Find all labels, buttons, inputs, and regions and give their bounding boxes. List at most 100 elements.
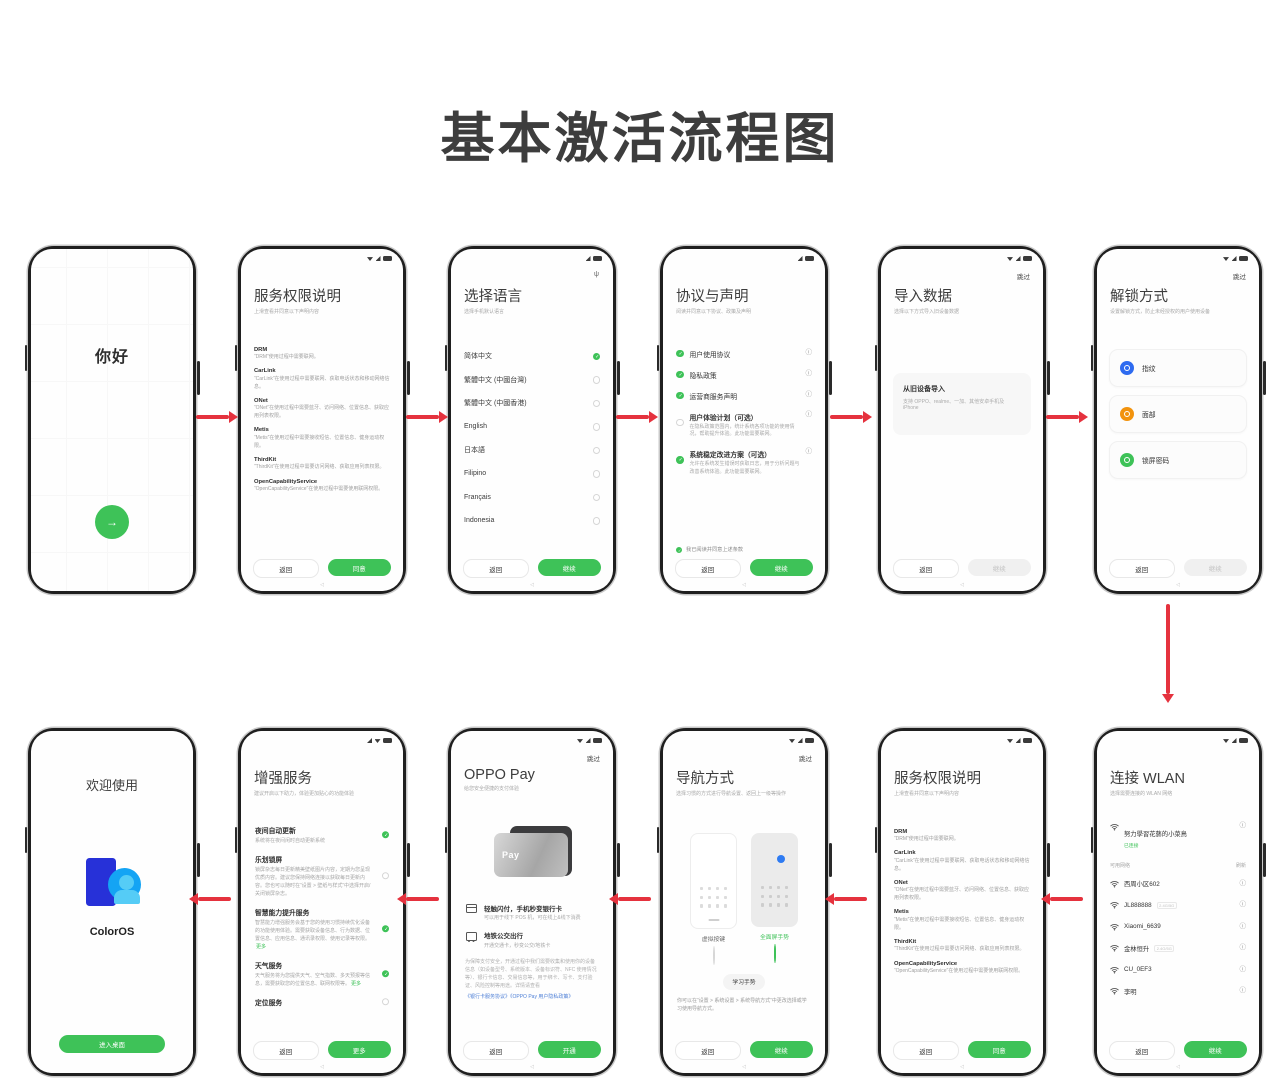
radio-icon[interactable] — [592, 446, 600, 454]
back-button[interactable]: 返回 — [675, 559, 741, 578]
check-icon[interactable] — [676, 456, 684, 464]
back-nav-icon[interactable] — [241, 1064, 403, 1070]
more-link[interactable]: 更多 — [256, 943, 267, 950]
info-icon[interactable] — [806, 392, 813, 399]
info-icon[interactable] — [1240, 988, 1247, 995]
info-icon[interactable] — [806, 412, 813, 419]
info-icon[interactable] — [1240, 881, 1247, 888]
check-icon[interactable] — [676, 546, 682, 553]
back-button[interactable]: 返回 — [1109, 559, 1175, 578]
language-option[interactable]: 繁體中文 (中國香港) — [464, 392, 600, 416]
info-icon[interactable] — [1240, 967, 1247, 974]
agreement-item[interactable]: 运营商服务声明 — [676, 391, 812, 401]
info-icon[interactable] — [1240, 902, 1247, 909]
language-option[interactable]: Français — [464, 486, 600, 510]
language-option[interactable]: Filipino — [464, 462, 600, 486]
language-option[interactable]: English — [464, 415, 600, 439]
info-icon[interactable] — [806, 371, 813, 378]
toggle-check-icon[interactable] — [381, 997, 389, 1006]
language-option[interactable]: 日本語 — [464, 439, 600, 463]
continue-button[interactable]: 继续 — [749, 1041, 813, 1058]
radio-icon[interactable] — [712, 945, 715, 965]
confirm-terms-row[interactable]: 我已阅读并同意上述条款 — [676, 546, 743, 553]
nav-option-virtual-buttons[interactable]: 虚拟按键 — [690, 832, 737, 965]
back-nav-icon[interactable] — [451, 582, 613, 588]
agree-button[interactable]: 同意 — [967, 1041, 1031, 1058]
back-button[interactable]: 返回 — [463, 1041, 529, 1060]
radio-icon[interactable] — [773, 943, 776, 963]
wifi-network-row[interactable]: Xiaomi_6639 — [1110, 916, 1246, 938]
next-button[interactable]: → — [95, 505, 129, 539]
skip-button[interactable]: 跳过 — [1233, 274, 1246, 281]
wifi-network-row[interactable]: 李明 — [1110, 981, 1246, 1003]
agree-button[interactable]: 同意 — [327, 559, 391, 576]
language-option[interactable]: 繁體中文 (中國台灣) — [464, 368, 600, 392]
toggle-check-icon[interactable] — [381, 871, 389, 880]
back-button[interactable]: 返回 — [1109, 1041, 1175, 1060]
back-nav-icon[interactable] — [1097, 1064, 1259, 1070]
check-icon[interactable] — [676, 370, 684, 379]
radio-icon[interactable] — [592, 517, 600, 525]
check-icon[interactable] — [676, 391, 684, 400]
continue-button-disabled[interactable]: 继续 — [967, 559, 1031, 576]
optional-item-user-experience[interactable]: 用户体验计划（可选） 在隐私政策范围内，统计系统各项功能的使用情况，帮助提升体验… — [676, 412, 812, 440]
learn-gesture-button[interactable]: 学习手势 — [723, 973, 765, 990]
back-button[interactable]: 返回 — [253, 1041, 319, 1060]
more-link[interactable]: 更多 — [351, 980, 362, 987]
radio-icon[interactable] — [592, 399, 600, 407]
back-nav-icon[interactable] — [241, 582, 403, 588]
wifi-network-row[interactable]: JL888888 2.4G/5G — [1110, 895, 1246, 917]
back-nav-icon[interactable] — [663, 1064, 825, 1070]
radio-icon[interactable] — [592, 493, 600, 501]
wifi-network-row[interactable]: 西周小区602 — [1110, 873, 1246, 895]
back-nav-icon[interactable] — [663, 582, 825, 588]
toggle-check-icon[interactable] — [381, 969, 389, 978]
radio-icon[interactable] — [592, 470, 600, 478]
check-icon[interactable] — [676, 349, 684, 358]
continue-button[interactable]: 继续 — [1183, 1041, 1247, 1058]
back-nav-icon[interactable] — [1097, 582, 1259, 588]
back-button[interactable]: 返回 — [253, 559, 319, 578]
agreement-item[interactable]: 隐私政策 — [676, 370, 812, 380]
back-button[interactable]: 返回 — [893, 559, 959, 578]
nav-option-gestures[interactable]: 全面屏手势 — [751, 832, 798, 965]
back-nav-icon[interactable] — [881, 582, 1043, 588]
unlock-method-card[interactable]: 指纹 — [1109, 348, 1247, 387]
import-from-old-device-card[interactable]: 从旧设备导入 支持 OPPO、realme、一加、其他安卓手机及 iPhone — [893, 372, 1031, 435]
back-button[interactable]: 返回 — [893, 1041, 959, 1060]
wifi-network-row[interactable]: 金林恒升 2.4G/5G — [1110, 938, 1246, 960]
radio-icon[interactable] — [592, 376, 600, 384]
info-icon[interactable] — [1240, 924, 1247, 931]
info-icon[interactable] — [806, 449, 813, 456]
more-button[interactable]: 更多 — [327, 1041, 391, 1058]
skip-button[interactable]: 跳过 — [799, 756, 812, 763]
enter-home-button[interactable]: 进入桌面 — [59, 1035, 165, 1053]
back-button[interactable]: 返回 — [463, 559, 529, 578]
continue-button[interactable]: 继续 — [749, 559, 813, 576]
info-icon[interactable] — [806, 350, 813, 357]
radio-icon[interactable] — [676, 418, 684, 426]
language-option[interactable]: 简体中文 — [464, 345, 600, 369]
back-nav-icon[interactable] — [451, 1064, 613, 1070]
back-button[interactable]: 返回 — [675, 1041, 741, 1060]
radio-icon[interactable] — [592, 352, 600, 360]
language-option[interactable]: Indonesia — [464, 509, 600, 533]
back-nav-icon[interactable] — [881, 1064, 1043, 1070]
skip-button[interactable]: 跳过 — [1017, 274, 1030, 281]
unlock-method-card[interactable]: 面部 — [1109, 394, 1247, 433]
agreement-item[interactable]: 用户使用协议 — [676, 349, 812, 359]
connected-network-row[interactable]: 努力學習花藝的小菜鳥 已连接 — [1110, 823, 1247, 849]
refresh-button[interactable]: 刷新 — [1235, 863, 1246, 869]
continue-button-disabled[interactable]: 继续 — [1183, 559, 1247, 576]
toggle-check-icon[interactable] — [381, 924, 389, 933]
unlock-method-card[interactable]: 锁屏密码 — [1109, 440, 1247, 479]
activate-button[interactable]: 开通 — [537, 1041, 601, 1058]
skip-button[interactable]: 跳过 — [587, 756, 600, 763]
info-icon[interactable] — [1240, 945, 1247, 952]
pay-agreement-links[interactable]: 《银行卡服务协议》《OPPO Pay 用户隐私政策》 — [465, 993, 574, 1000]
optional-item-stability[interactable]: 系统稳定改进方案（可选） 允许在系统发生错误时获取日志，用于分析问题与改善系统体… — [676, 449, 812, 477]
radio-icon[interactable] — [592, 423, 600, 431]
info-icon[interactable] — [1240, 823, 1247, 830]
continue-button[interactable]: 继续 — [537, 559, 601, 576]
wifi-network-row[interactable]: CU_0EF3 — [1110, 959, 1246, 981]
